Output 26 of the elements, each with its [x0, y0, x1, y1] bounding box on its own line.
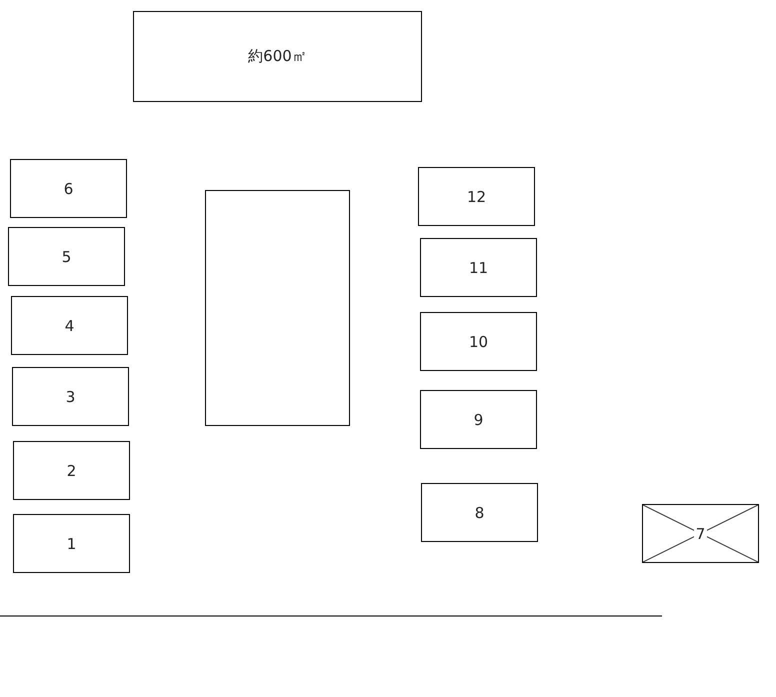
area-label: 約600㎡ — [248, 47, 307, 66]
lot-number: 12 — [466, 188, 486, 206]
area-box — [133, 11, 422, 102]
crossed-out-lot-box — [642, 504, 759, 563]
parking-lot-box — [205, 190, 350, 426]
lot-box — [12, 367, 129, 426]
lot-number: 1 — [66, 534, 76, 552]
lot-box — [420, 312, 537, 371]
lot-number: 8 — [474, 504, 484, 522]
lot-box — [421, 483, 538, 542]
lot-number: 6 — [64, 180, 74, 198]
lot-number: 3 — [66, 388, 76, 406]
lot-number: 11 — [468, 258, 488, 276]
lot-box — [13, 514, 130, 573]
lot-number: 9 — [474, 410, 484, 428]
lot-box — [10, 159, 127, 218]
lot-number: 2 — [66, 462, 76, 480]
lot-box — [8, 227, 125, 286]
lot-box — [13, 441, 130, 500]
lot-box — [11, 296, 128, 355]
lot-number: 5 — [62, 248, 72, 266]
lot-box — [420, 390, 537, 449]
lot-box — [420, 238, 537, 297]
lot-number: 4 — [64, 316, 74, 334]
lot-number: 10 — [468, 332, 488, 350]
lot-box — [418, 167, 535, 226]
